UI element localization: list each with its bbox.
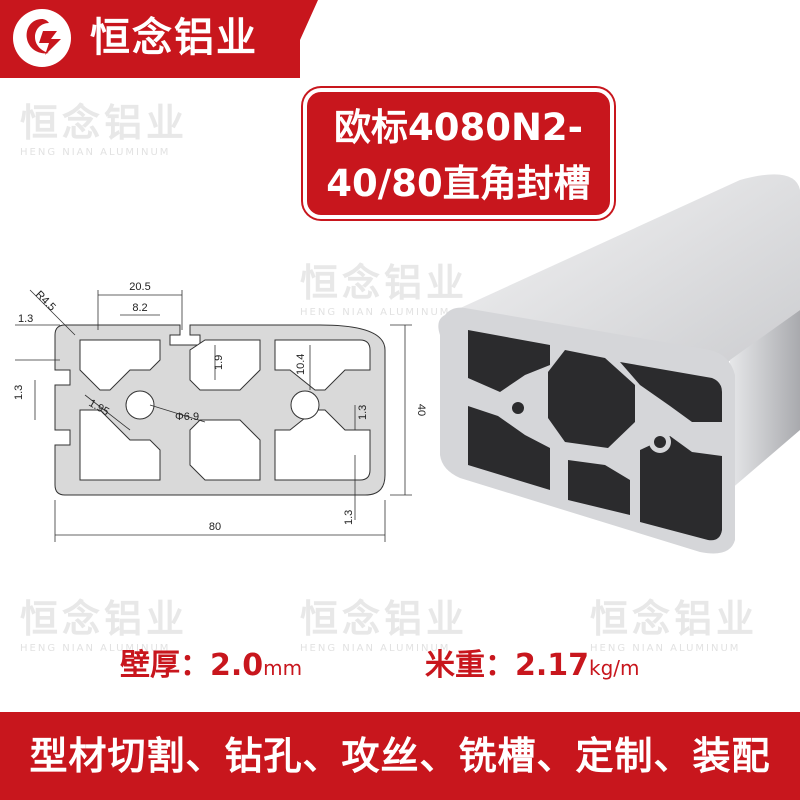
dim-width: 80: [209, 521, 221, 533]
dim-13-left-top: 1.3: [18, 313, 33, 325]
hengnian-logo-icon: [13, 9, 71, 67]
dim-radius: R4.5: [33, 289, 58, 314]
wall-thickness: 壁厚：2.0mm: [120, 648, 303, 683]
dim-13-right-bottom: 1.3: [343, 510, 355, 525]
meter-weight: 米重：2.17kg/m: [425, 648, 640, 683]
technical-drawing: 80 40 20.5 8.2 R4.5 1.3 1.3 1.3 1.3 1.9 …: [13, 281, 427, 542]
product-title-line2: 40/80直角封槽: [326, 162, 591, 205]
dim-slot-top: 20.5: [129, 281, 150, 293]
dim-hole: Φ6.9: [175, 411, 199, 423]
brand-name: 恒念铝业: [90, 15, 258, 61]
dim-104: 10.4: [295, 354, 307, 375]
aluminum-profile-image: [438, 174, 800, 554]
product-title: 欧标4080N2- 40/80直角封槽: [303, 88, 614, 219]
dim-height: 40: [415, 404, 427, 416]
dim-13-right-mid: 1.3: [357, 405, 369, 420]
dim-19: 1.9: [213, 355, 225, 370]
brand-header: 恒念铝业: [0, 0, 318, 78]
specs-row: 壁厚：2.0mm 米重：2.17kg/m: [0, 640, 800, 690]
product-title-line1: 欧标4080N2-: [333, 106, 584, 149]
dim-slot-opening: 8.2: [132, 302, 147, 314]
services-banner: 型材切割、钻孔、攻丝、铣槽、定制、装配: [0, 712, 800, 800]
dim-13-left-mid: 1.3: [13, 385, 25, 400]
